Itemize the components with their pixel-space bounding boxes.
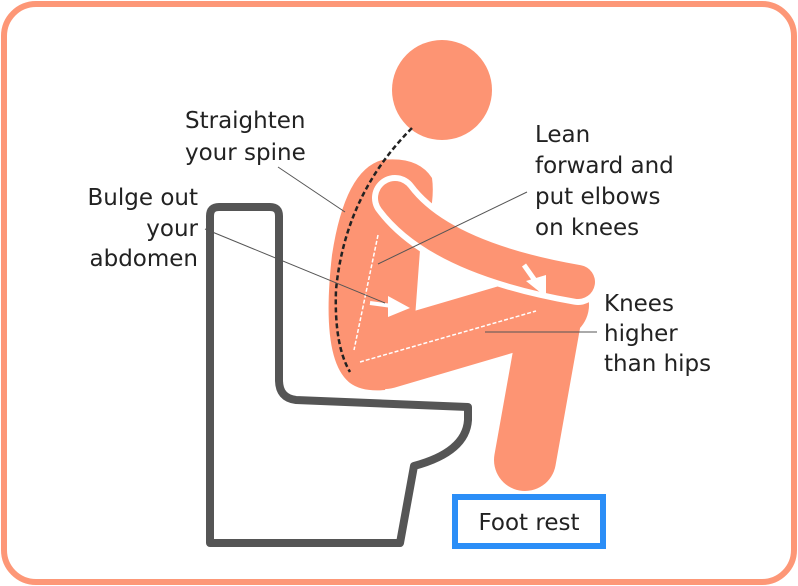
person-figure xyxy=(328,40,601,491)
abdomen-arrow-icon xyxy=(388,296,410,317)
footrest-label: Foot rest xyxy=(479,510,580,536)
head xyxy=(392,40,492,140)
svg-text:put elbows: put elbows xyxy=(535,184,661,210)
elbow-arrow-icon xyxy=(526,275,546,297)
label-lean: Lean forward and put elbows on knees xyxy=(535,122,674,241)
svg-text:Bulge out: Bulge out xyxy=(88,185,198,211)
spine-dashed-line xyxy=(334,127,413,373)
shin xyxy=(494,289,581,491)
svg-text:than hips: than hips xyxy=(604,351,711,377)
svg-text:Straighten: Straighten xyxy=(185,108,305,134)
footrest-box xyxy=(452,494,606,549)
abdomen-arrow-shaft xyxy=(369,301,393,308)
label-spine: Straighten your spine xyxy=(185,108,306,166)
svg-text:your: your xyxy=(146,216,198,242)
label-abdomen: Bulge out your abdomen xyxy=(88,185,199,272)
leader-lines xyxy=(204,166,597,333)
svg-text:Lean: Lean xyxy=(535,122,590,148)
svg-text:forward and: forward and xyxy=(535,153,674,179)
label-knees: Knees higher than hips xyxy=(604,291,711,377)
svg-text:Knees: Knees xyxy=(604,291,674,317)
svg-text:abdomen: abdomen xyxy=(90,246,199,272)
back-guide-line xyxy=(353,234,379,351)
svg-text:on knees: on knees xyxy=(535,215,639,241)
toilet-outline xyxy=(206,203,472,547)
svg-text:higher: higher xyxy=(604,321,678,347)
thigh-guide-line xyxy=(359,310,537,363)
svg-text:your spine: your spine xyxy=(185,140,306,166)
